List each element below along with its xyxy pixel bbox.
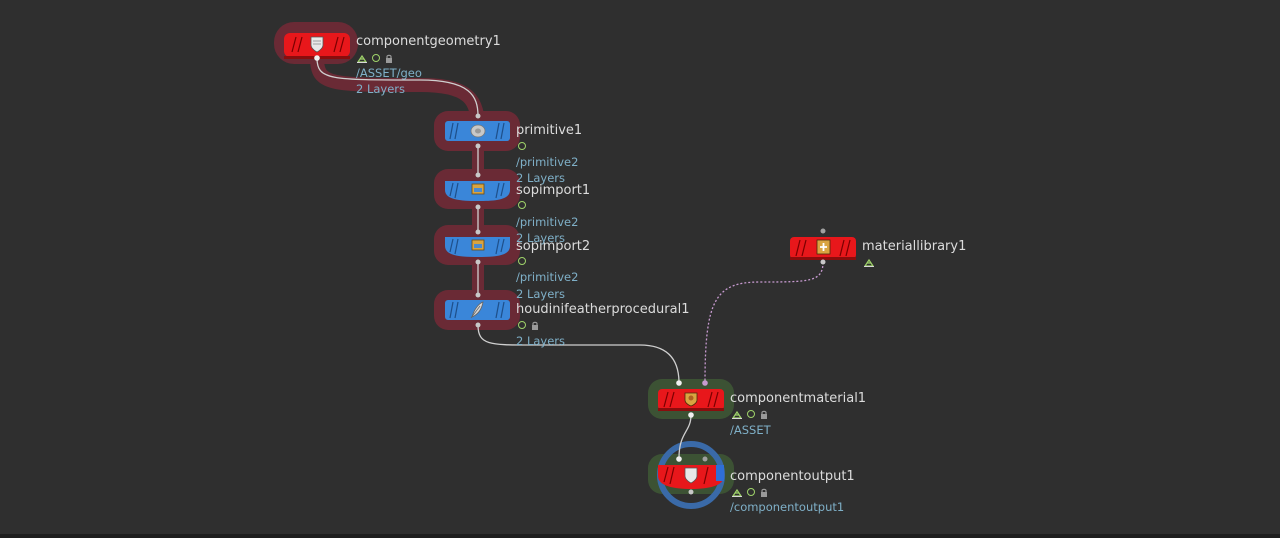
draw-flag-icon[interactable] — [864, 258, 874, 267]
node-flags-primitive1 — [518, 141, 526, 151]
node-sopimport2[interactable] — [445, 229, 510, 265]
node-componentoutput1[interactable] — [658, 456, 724, 495]
sop-import-icon — [471, 239, 485, 251]
node-flags-componentmaterial1 — [732, 409, 768, 419]
node-houdinifeatherprocedural1[interactable] — [445, 292, 510, 328]
node-materiallibrary1[interactable] — [790, 228, 856, 265]
lock-icon[interactable] — [531, 321, 539, 330]
node-sopimport1[interactable] — [445, 172, 510, 210]
node-info-path: /ASSET — [730, 423, 771, 437]
lock-icon[interactable] — [760, 410, 768, 419]
display-flag-icon[interactable] — [372, 54, 380, 62]
node-flags-componentoutput1 — [732, 487, 768, 497]
wire-materiallibrary-to-material — [704, 261, 824, 384]
lock-icon[interactable] — [385, 54, 393, 63]
display-flag-icon[interactable] — [747, 488, 755, 496]
node-primitive1[interactable] — [445, 113, 510, 149]
node-label-componentgeometry1[interactable]: componentgeometry1 — [356, 34, 501, 49]
node-label-primitive1[interactable]: primitive1 — [516, 123, 583, 138]
node-info-path: /componentoutput1 — [730, 500, 845, 514]
node-flags-houdinifeatherprocedural1 — [518, 320, 539, 330]
node-info-path: /ASSET/geo — [356, 66, 422, 80]
primitive-disc-icon — [470, 124, 486, 138]
shield-icon — [310, 36, 324, 53]
node-label-houdinifeatherprocedural1[interactable]: houdinifeatherprocedural1 — [516, 302, 690, 317]
display-flag-icon[interactable] — [518, 142, 526, 150]
feather-icon — [470, 301, 484, 319]
wire-material-to-output — [678, 414, 692, 459]
pane-bottom-border — [0, 534, 1280, 538]
node-info-path: /primitive2 — [516, 155, 579, 169]
display-flag-icon[interactable] — [747, 410, 755, 418]
sop-import-icon — [471, 183, 485, 195]
display-flag-icon[interactable] — [518, 257, 526, 265]
draw-flag-icon[interactable] — [732, 488, 742, 497]
node-info-layers: 2 Layers — [356, 82, 406, 96]
node-flags-materiallibrary1 — [864, 257, 874, 267]
node-label-componentmaterial1[interactable]: componentmaterial1 — [730, 391, 867, 406]
display-flag-icon[interactable] — [518, 321, 526, 329]
node-info-path: /primitive2 — [516, 270, 579, 284]
wires — [316, 57, 692, 459]
draw-flag-icon[interactable] — [357, 54, 367, 63]
node-flags-sopimport2 — [518, 256, 526, 266]
node-flags-componentgeometry1 — [357, 53, 393, 63]
wire-geometry-to-primitive — [316, 57, 479, 117]
node-info-layers: 2 Layers — [516, 287, 566, 301]
node-info-path: /primitive2 — [516, 215, 579, 229]
material-icon — [684, 392, 698, 407]
node-label-sopimport2[interactable]: sopimport2 — [516, 239, 591, 254]
node-componentmaterial1[interactable] — [658, 380, 724, 418]
material-library-icon — [816, 239, 831, 255]
display-flag-icon[interactable] — [518, 201, 526, 209]
draw-flag-icon[interactable] — [732, 410, 742, 419]
node-label-componentoutput1[interactable]: componentoutput1 — [730, 469, 855, 484]
node-label-materiallibrary1[interactable]: materiallibrary1 — [862, 239, 967, 254]
node-componentgeometry1[interactable] — [284, 33, 350, 61]
node-info-layers: 2 Layers — [516, 334, 566, 348]
node-info-layers: 2 Layers — [516, 171, 566, 185]
node-flags-sopimport1 — [518, 200, 526, 210]
wire-feather-to-material — [477, 324, 680, 384]
node-info-layers: 2 Layers — [516, 231, 566, 245]
node-label-sopimport1[interactable]: sopimport1 — [516, 183, 591, 198]
shield-icon — [684, 467, 698, 484]
lock-icon[interactable] — [760, 488, 768, 497]
